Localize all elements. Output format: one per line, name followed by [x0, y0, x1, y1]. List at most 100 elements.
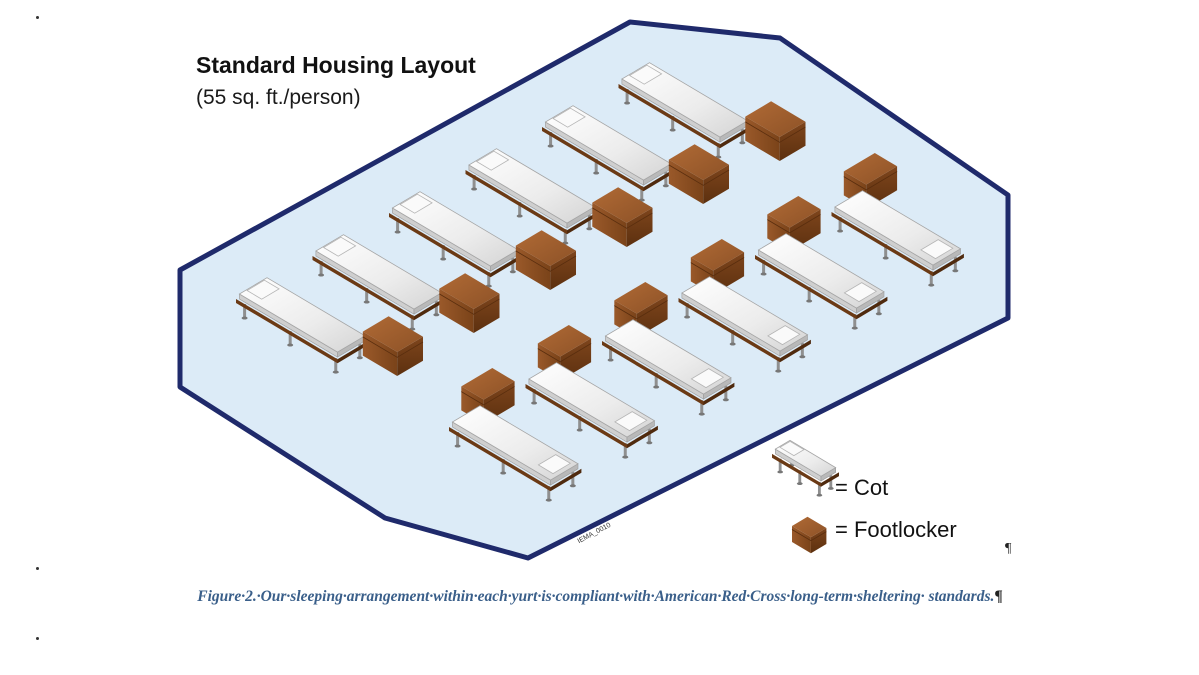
footlocker-front — [668, 159, 704, 204]
cot-leg-foot — [739, 141, 746, 145]
legend-footlocker-label: = Footlocker — [835, 517, 957, 542]
footlocker-lid — [792, 516, 827, 538]
cot — [542, 105, 675, 202]
cot — [755, 233, 888, 330]
cot-leg-foot — [547, 144, 554, 148]
cot-frame-rail — [933, 253, 964, 277]
cot — [449, 405, 582, 502]
cot — [831, 190, 964, 287]
cot-leg-foot — [440, 257, 447, 261]
cot-leg-foot — [851, 326, 858, 330]
cot-leg-foot — [806, 299, 813, 303]
cot — [312, 234, 445, 331]
footlocker-front — [792, 526, 811, 554]
cot-frame-rail — [831, 212, 933, 277]
footlocker-lid-seam — [515, 250, 577, 272]
cot-pillow — [537, 454, 572, 475]
cot-pillow — [767, 325, 801, 346]
cot-leg-foot — [684, 315, 691, 319]
cot-pillow — [920, 239, 954, 260]
footlocker-side — [779, 121, 806, 161]
footlocker-lid-seam — [745, 121, 806, 143]
cot-frame-rail — [703, 382, 735, 406]
cot-leg-foot — [816, 493, 823, 497]
cot-leg-foot — [500, 471, 507, 475]
cot-leg-foot — [875, 312, 882, 316]
footlocker — [439, 273, 500, 333]
cot-leg-foot — [775, 369, 782, 373]
cot-pillow — [614, 411, 648, 432]
footlocker-side — [550, 250, 576, 290]
cot-leg-foot — [471, 187, 478, 191]
footlocker-side — [397, 336, 423, 376]
cot-pillow — [843, 282, 878, 303]
cot-frame-rail — [780, 339, 811, 363]
cot-pillow — [399, 193, 433, 214]
cot-frame-rail — [772, 453, 821, 487]
cot-frame-rail — [720, 125, 751, 149]
bullet-dot — [36, 567, 39, 570]
cot — [465, 148, 598, 245]
cot-leg-foot — [287, 343, 294, 347]
cot-frame-rail — [236, 299, 338, 364]
pilcrow-mark: ¶ — [1005, 541, 1012, 556]
cot-leg-foot — [760, 272, 767, 276]
cot — [678, 276, 811, 373]
cot-frame-rail — [449, 427, 551, 492]
footlocker-lid — [592, 187, 653, 223]
cot-leg-foot — [576, 428, 583, 432]
footlocker — [668, 144, 730, 204]
cot-frame-rail — [856, 296, 888, 320]
footlocker-lid — [439, 273, 500, 309]
cot-frame-rail — [414, 297, 445, 321]
footlocker-lid-seam — [461, 386, 515, 406]
cot-leg-foot — [698, 412, 705, 416]
cot-leg-foot — [882, 256, 889, 260]
footlocker-lid — [690, 239, 745, 271]
cot-leg-foot — [569, 484, 576, 488]
cot-leg-foot — [363, 300, 370, 304]
cot-leg-foot — [356, 356, 363, 360]
cot-leg-foot — [433, 313, 440, 317]
cot-leg-foot — [796, 482, 803, 486]
cot-leg-foot — [332, 370, 339, 374]
cot-frame-rail — [618, 84, 720, 149]
cot-pillow — [246, 279, 280, 300]
cot-frame-rail — [550, 468, 582, 492]
cot-frame-rail — [567, 211, 598, 235]
footlocker-lid-seam — [843, 171, 898, 191]
footlocker — [592, 187, 653, 247]
cot-frame-rail — [490, 254, 522, 278]
cot — [525, 362, 658, 459]
cot — [772, 439, 839, 497]
cot-leg-foot — [624, 101, 631, 105]
legend-cot-label: = Cot — [835, 475, 889, 500]
cot-frame-rail — [337, 340, 369, 364]
cot-leg-foot — [646, 441, 653, 445]
cot-leg-foot — [777, 470, 784, 474]
cot-leg-foot — [545, 498, 552, 502]
footlocker — [362, 316, 424, 376]
footlocker — [515, 230, 577, 290]
cot-leg-foot — [318, 273, 325, 277]
cot — [618, 62, 751, 159]
bullet-dot — [36, 637, 39, 640]
footlocker-lid-seam — [362, 336, 424, 358]
cot-frame-rail — [755, 255, 857, 320]
footlocker-lid-seam — [767, 214, 821, 234]
cot-leg-foot — [586, 227, 593, 231]
footlocker-front — [592, 202, 627, 247]
cot-pillow — [552, 107, 586, 128]
cot-frame-rail — [312, 256, 414, 321]
footlocker-lid — [515, 230, 576, 266]
cot-leg-foot — [837, 229, 844, 233]
cot-leg-foot — [928, 283, 935, 287]
yurt-floor — [177, 19, 1011, 561]
cot-pillow — [690, 368, 725, 389]
cot-pillow — [475, 150, 510, 171]
cot-leg-foot — [952, 269, 959, 273]
cot-leg-foot — [827, 487, 834, 490]
cot-frame-rail — [627, 425, 658, 449]
footlocker-front — [439, 288, 474, 333]
cot — [236, 277, 369, 374]
